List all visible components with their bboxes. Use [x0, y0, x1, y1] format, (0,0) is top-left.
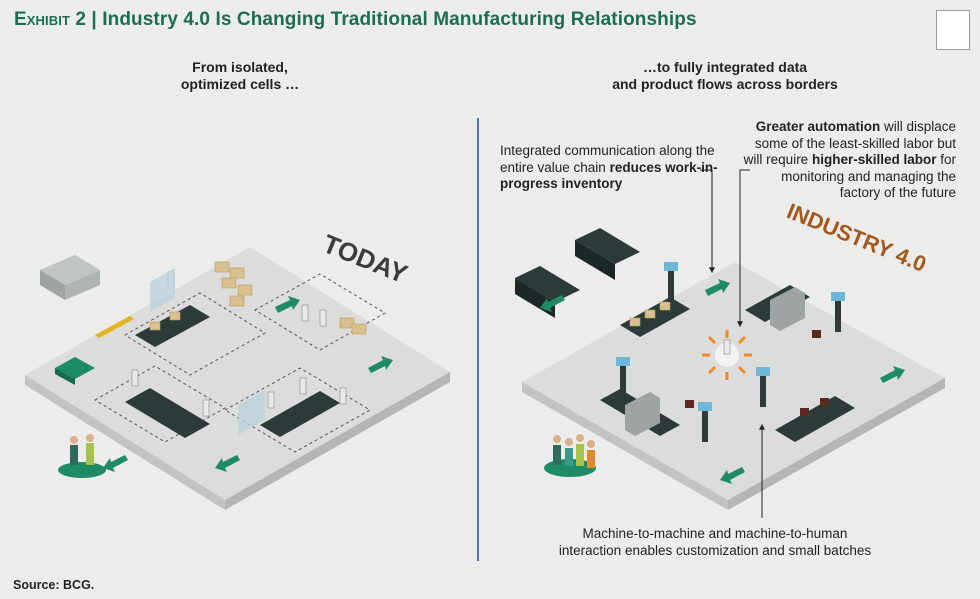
ann-auto-bold2: higher-skilled labor	[812, 152, 937, 167]
ann-m2m-line2: interaction enables customization and sm…	[500, 543, 930, 560]
ann-auto-bold1: Greater automation	[756, 119, 881, 134]
industry40-label: INDUSTRY 4.0	[783, 198, 930, 277]
central-operator	[702, 330, 752, 380]
annotation-communication: Integrated communication along the entir…	[500, 143, 720, 193]
annotation-m2m: Machine-to-machine and machine-to-human …	[500, 526, 930, 559]
annotation-automation: Greater automation will displace some of…	[742, 119, 956, 202]
today-label: TODAY	[319, 228, 412, 289]
delivery-truck	[40, 255, 100, 300]
today-scene: TODAY	[25, 228, 450, 510]
ann-m2m-line1: Machine-to-machine and machine-to-human	[500, 526, 930, 543]
i40-trucks	[515, 228, 640, 318]
i40-customer-group	[544, 434, 596, 477]
customer-group	[58, 434, 106, 478]
industry40-scene: INDUSTRY 4.0	[515, 170, 945, 518]
source-note: Source: BCG.	[13, 578, 94, 592]
